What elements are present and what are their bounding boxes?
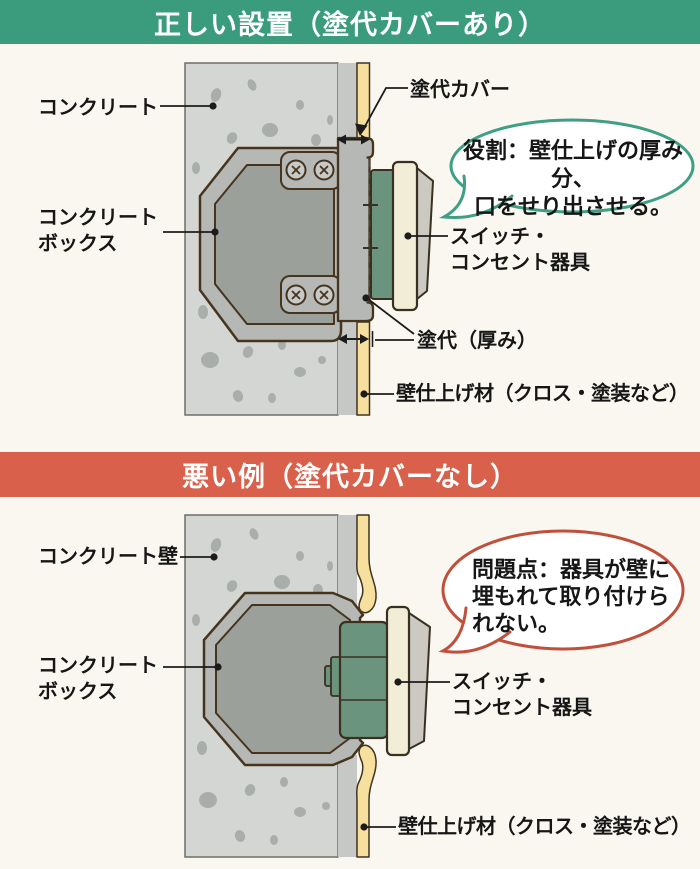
concrete-box-top: [198, 136, 375, 343]
label-line: コンクリート: [38, 207, 158, 229]
mortar-layer-top: [338, 63, 357, 415]
label-line: ボックス: [38, 233, 118, 255]
label-line: ボックス: [38, 681, 118, 703]
device-plate-tilted: [408, 612, 431, 750]
bubble-line: 口をせり出させる。: [473, 194, 672, 219]
bubble-line: 埋もれて取り付けら: [472, 584, 670, 609]
label-concrete-box-bottom: コンクリート ボックス: [38, 653, 158, 705]
screw-icon: [285, 159, 335, 306]
device-bottom: [324, 605, 431, 757]
label-concrete-box-top: コンクリート ボックス: [38, 205, 158, 257]
bottom-diagram: [163, 514, 685, 858]
label-concrete-top: コンクリート: [38, 97, 158, 119]
label-line: コンセント器具: [450, 252, 590, 274]
plaster-cover-plate: [336, 136, 375, 323]
banner-bad-example: 悪い例（塗代カバーなし）: [0, 452, 700, 497]
bubble-line: 問題点：器具が壁に: [472, 557, 671, 582]
label-line: スイッチ・: [450, 226, 550, 248]
label-line: コンセント器具: [452, 697, 592, 719]
device-body: [370, 169, 396, 300]
banner-correct-installation: 正しい設置（塗代カバーあり）: [0, 0, 700, 44]
speech-bubble-top: [439, 118, 695, 220]
label-finish-bottom: 壁仕上げ材（クロス・塗装など）: [398, 816, 691, 838]
label-device-top: スイッチ・ コンセント器具: [450, 224, 590, 276]
top-diagram: [160, 62, 695, 416]
label-plaster-cover: 塗代カバー: [410, 79, 510, 101]
label-finish-top: 壁仕上げ材（クロス・塗装など）: [396, 383, 689, 405]
annotations-top: [160, 87, 448, 398]
concrete-speckles: [192, 79, 333, 403]
speech-bubble-top-text: 役割：壁仕上げの厚み分、 口をせり出させる。: [452, 137, 694, 221]
device-plate-tilted: [416, 167, 434, 300]
label-line: スイッチ・: [452, 671, 552, 693]
label-line: コンクリート: [38, 655, 158, 677]
mortar-layer-bottom: [338, 515, 357, 857]
label-device-bottom: スイッチ・ コンセント器具: [452, 669, 592, 721]
speech-bubble-bottom-text: 問題点：器具が壁に 埋もれて取り付けら れない。: [472, 556, 670, 637]
device-body: [338, 620, 390, 740]
bubble-line: 役割：壁仕上げの厚み分、: [462, 138, 683, 191]
bubble-line: れない。: [472, 611, 561, 636]
label-allowance-thickness: 塗代（厚み）: [417, 330, 537, 352]
label-concrete-wall-bottom: コンクリート壁: [38, 546, 178, 568]
speech-bubble-bottom: [438, 529, 685, 654]
annotations-bottom: [163, 553, 450, 831]
